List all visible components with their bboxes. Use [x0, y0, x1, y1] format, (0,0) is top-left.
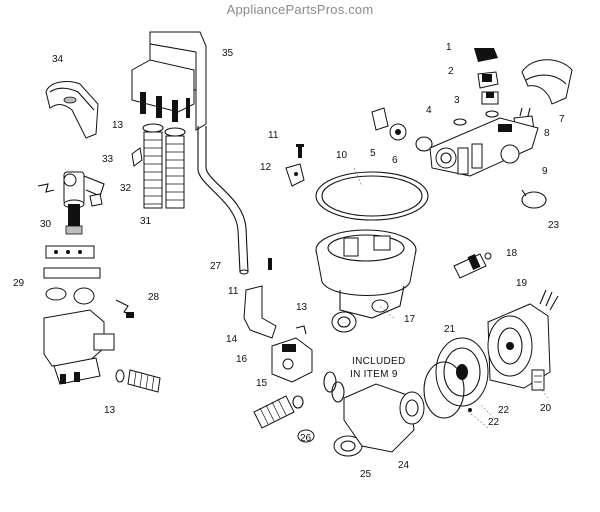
part-18-sensor — [453, 252, 492, 279]
part-35-vent — [131, 31, 207, 131]
callout-18: 18 — [506, 248, 518, 259]
callout-33: 33 — [102, 154, 114, 165]
part-26-bellows — [253, 395, 304, 429]
part-13-hose-bellows — [115, 369, 161, 393]
part-17-sump — [315, 229, 417, 333]
leader-lines — [353, 167, 549, 429]
callout-4: 4 — [426, 105, 432, 116]
part-2-connector — [477, 71, 499, 89]
part-13-pump-housing — [43, 309, 115, 385]
callout-23: 23 — [548, 220, 560, 231]
part-27-hose — [197, 126, 249, 275]
callout-6: 6 — [392, 155, 398, 166]
note-line-1: INCLUDED — [352, 356, 406, 367]
part-25-coupling — [297, 429, 363, 457]
part-9-valve-assembly — [429, 117, 539, 177]
callout-19: 19 — [516, 278, 528, 289]
part-23-clamp — [521, 189, 547, 209]
part-31-hose-coil — [142, 123, 186, 209]
callout-12: 12 — [260, 162, 272, 173]
callout-30: 30 — [40, 219, 52, 230]
callout-11-a: 11 — [268, 130, 279, 141]
callout-35: 35 — [222, 48, 234, 59]
part-11-screw — [296, 144, 304, 158]
callout-24: 24 — [398, 460, 410, 471]
part-10-gasket — [315, 171, 429, 221]
part-19-motor — [487, 289, 559, 389]
callout-20: 20 — [540, 403, 552, 414]
callout-10: 10 — [336, 150, 348, 161]
callout-29: 29 — [13, 278, 25, 289]
part-24-pump — [323, 371, 425, 453]
part-1-cap — [474, 48, 498, 62]
part-29-frame — [43, 245, 101, 305]
callout-9: 9 — [542, 166, 548, 177]
callout-22-a: 22 — [498, 405, 510, 416]
part-21-impeller — [435, 337, 489, 407]
callout-17: 17 — [404, 314, 416, 325]
callout-14: 14 — [226, 334, 238, 345]
callout-3: 3 — [454, 95, 460, 106]
callout-13-b: 13 — [296, 302, 308, 313]
watermark: AppliancePartsPros.com — [226, 2, 374, 17]
part-14-bracket — [243, 285, 277, 339]
callout-31: 31 — [140, 216, 152, 227]
callout-15: 15 — [256, 378, 268, 389]
callout-8: 8 — [544, 128, 550, 139]
callout-27: 27 — [210, 261, 222, 272]
callout-21: 21 — [444, 324, 456, 335]
part-34-cover — [45, 81, 99, 139]
callout-28: 28 — [148, 292, 160, 303]
callout-13-c: 13 — [104, 405, 116, 416]
part-4-oring — [453, 110, 499, 126]
callout-32: 32 — [120, 183, 132, 194]
part-3-plug — [481, 91, 499, 105]
callout-26: 26 — [300, 433, 312, 444]
callout-2: 2 — [448, 66, 454, 77]
part-7-cover — [521, 59, 573, 105]
callout-34: 34 — [52, 54, 64, 65]
part-30-spring-clip — [37, 183, 55, 193]
callout-1: 1 — [446, 42, 452, 53]
part-13-bracket-top — [131, 147, 143, 167]
part-11-pin — [268, 258, 272, 270]
callout-16: 16 — [236, 354, 248, 365]
callout-11-b: 11 — [228, 286, 239, 297]
part-16-motor-cap — [271, 337, 313, 383]
part-33-switch — [63, 171, 105, 235]
part-28-clip — [115, 299, 135, 318]
note-line-2: IN ITEM 9 — [350, 369, 398, 380]
part-6-ring — [415, 136, 433, 152]
part-13-small-clip — [295, 325, 307, 335]
part-5-switch — [371, 107, 407, 141]
callout-25: 25 — [360, 469, 372, 480]
callout-5: 5 — [370, 148, 376, 159]
part-20-strap — [531, 369, 545, 391]
callout-13-a: 13 — [112, 120, 124, 131]
part-12-clip — [285, 163, 305, 187]
part-22-seal — [423, 361, 472, 419]
callout-7: 7 — [559, 114, 565, 125]
callout-22-b: 22 — [488, 417, 500, 428]
